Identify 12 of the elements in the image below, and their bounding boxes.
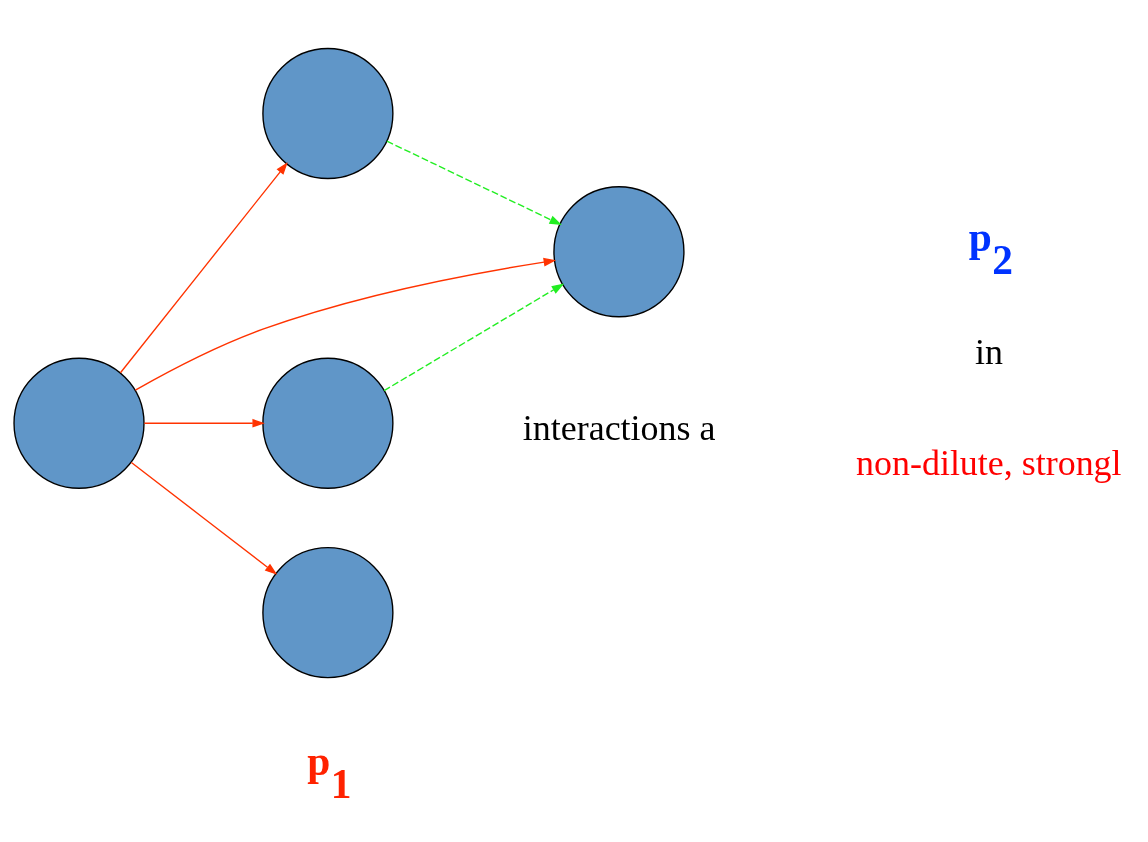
arrow bbox=[386, 140, 562, 225]
arrow bbox=[134, 257, 557, 391]
label: in bbox=[974, 331, 1003, 372]
label: non-dilute, strongl bbox=[856, 442, 1122, 483]
arrow bbox=[119, 161, 288, 373]
node-circle bbox=[262, 357, 394, 489]
arrow bbox=[383, 283, 565, 391]
node-circle bbox=[13, 357, 145, 489]
label: interactions a bbox=[522, 407, 716, 448]
node-circle bbox=[262, 47, 394, 179]
arrow bbox=[130, 461, 278, 575]
arrow bbox=[143, 418, 265, 428]
